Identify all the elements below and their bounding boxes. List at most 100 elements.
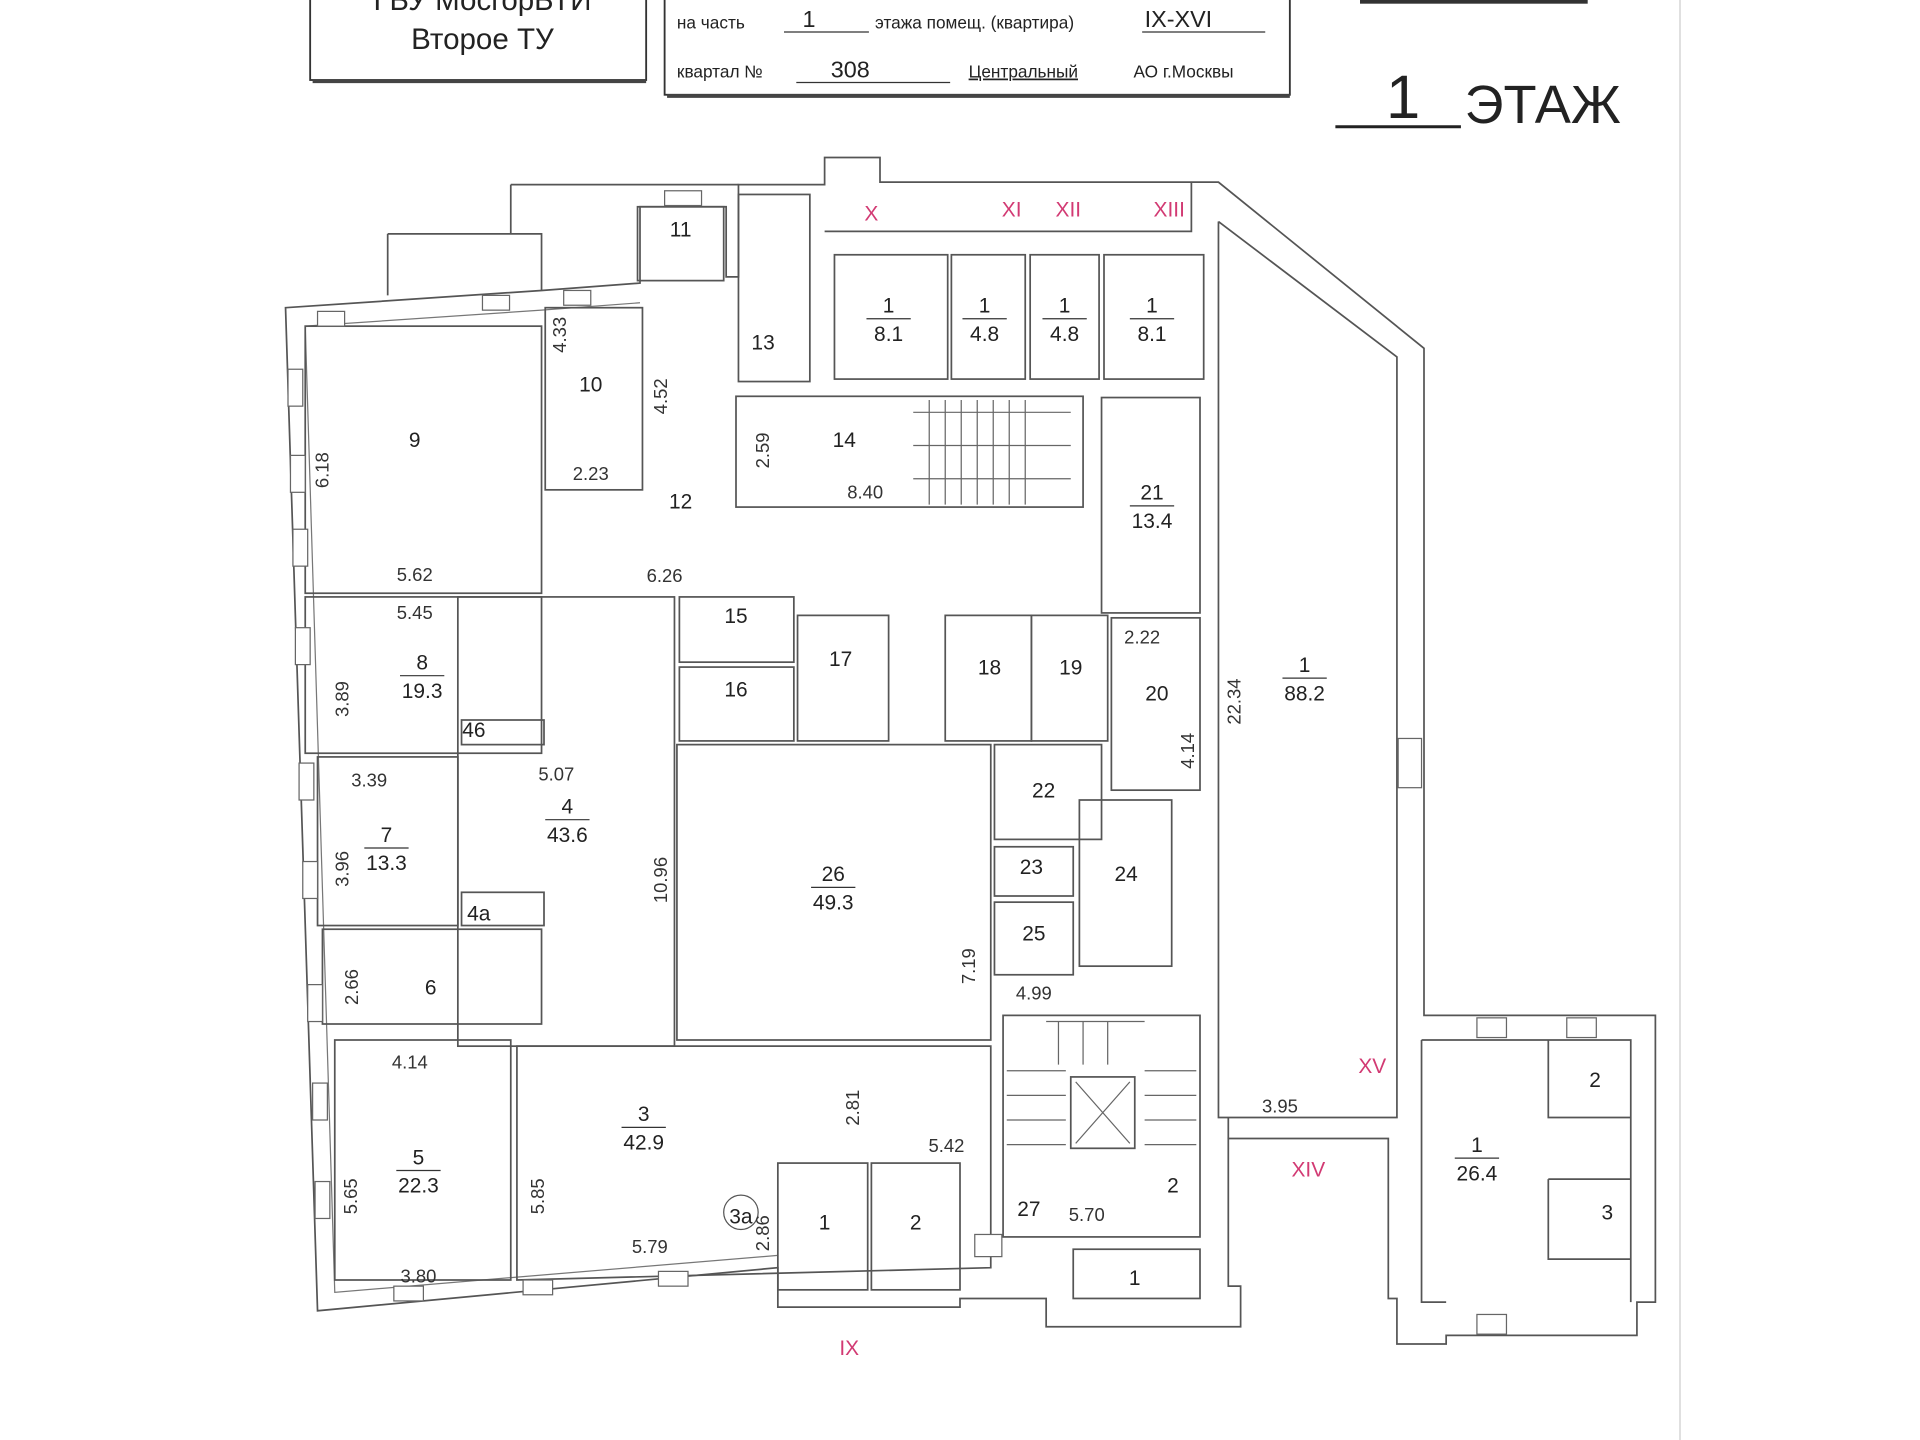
dimension-label: 2.22 — [1124, 627, 1160, 648]
room-label: 126.4 — [1454, 1134, 1500, 1185]
part-value: 1 — [802, 6, 815, 32]
room-number: 3а — [729, 1205, 753, 1228]
room-label: 4а — [467, 903, 491, 926]
room-number: 16 — [724, 679, 747, 702]
document-info-box: на часть 1 этажа помещ. (квартира) IX-XV… — [663, 0, 1291, 98]
room-label: 13 — [751, 332, 774, 355]
room-number: 22 — [1032, 780, 1055, 803]
room-label: 15 — [724, 605, 747, 628]
district: Центральный — [969, 62, 1078, 82]
room-label: 11 — [670, 218, 692, 241]
block-value: 308 — [831, 57, 870, 83]
room-number: 17 — [829, 648, 852, 671]
room-label: 2 — [910, 1212, 922, 1235]
room-number: 4а — [467, 903, 491, 926]
dimension-label: 3.89 — [331, 681, 352, 717]
room-label: 3а — [729, 1205, 753, 1228]
room-outlines — [304, 193, 1205, 1300]
room-area: 42.9 — [623, 1132, 664, 1155]
room-label: 188.2 — [1282, 654, 1327, 705]
room-label: 443.6 — [545, 796, 590, 847]
room-area: 49.3 — [813, 892, 854, 915]
room-area: 26.4 — [1457, 1162, 1498, 1185]
room-label: 1 — [1129, 1267, 1141, 1290]
floor-title: 1 ЭТАЖ — [1335, 63, 1621, 135]
room-number: 20 — [1145, 682, 1168, 705]
room-label: 46 — [462, 719, 485, 742]
dimension-label: 5.65 — [340, 1178, 361, 1214]
room-number: 1 — [1299, 654, 1311, 677]
room-label: 3 — [1602, 1202, 1614, 1225]
room-number: 7 — [381, 824, 393, 847]
dimension-label: 4.33 — [549, 317, 570, 353]
dimension-label: 10.96 — [650, 857, 671, 903]
room-area: 4.8 — [970, 323, 999, 346]
room-number: 4 — [562, 796, 574, 819]
room-number: 1 — [1129, 1267, 1141, 1290]
room-area: 43.6 — [547, 824, 588, 847]
dimension-label: 8.40 — [847, 481, 883, 502]
room-number: 10 — [579, 373, 602, 396]
dimension-label: 3.39 — [351, 769, 387, 790]
dimension-label: 2.81 — [842, 1090, 863, 1126]
room-label: 26 49.3 — [811, 863, 856, 915]
part-middle: этажа помещ. (квартира) — [875, 12, 1074, 32]
premises-numeral: XII — [1056, 199, 1082, 222]
room-label: 9 — [409, 429, 421, 452]
dimension-label: 5.85 — [527, 1178, 548, 1214]
room-label: 23 — [1020, 856, 1043, 879]
room-number: 1 — [1059, 295, 1071, 318]
part-rooms: IX-XVI — [1145, 6, 1213, 32]
room-area: 13.4 — [1132, 510, 1173, 533]
room-label: 24 — [1115, 863, 1139, 886]
room-label: 14.8 — [1042, 295, 1087, 346]
room-number: 15 — [724, 605, 747, 628]
room-number: 9 — [409, 429, 421, 452]
room-area: 13.3 — [366, 852, 407, 875]
dimension-label: 5.79 — [632, 1236, 668, 1257]
room-number: 26 — [822, 863, 845, 886]
room-number: 6 — [425, 976, 437, 999]
dimension-label: 2.23 — [573, 463, 609, 484]
part-prefix: на часть — [677, 12, 745, 32]
stairs — [913, 400, 1197, 1146]
windows — [287, 190, 1597, 1335]
premises-numeral: IX — [839, 1337, 859, 1360]
room-number: 11 — [670, 218, 692, 241]
room-label: 342.9 — [621, 1103, 666, 1155]
room-number: 24 — [1115, 863, 1139, 886]
dimension-label: 2.66 — [341, 969, 362, 1005]
room-label: 12 — [669, 490, 692, 513]
room-label: 2 — [1167, 1175, 1179, 1198]
room-number: 13 — [751, 332, 774, 355]
district-suffix: АО г.Москвы — [1134, 62, 1234, 82]
room-number: 1 — [1146, 295, 1158, 318]
org-division: Второе ТУ — [411, 23, 554, 56]
room-number: 27 — [1017, 1198, 1040, 1221]
block-prefix: квартал № — [677, 62, 763, 82]
dimension-label: 7.19 — [958, 948, 979, 984]
room-number: 1 — [819, 1212, 831, 1235]
room-area: 19.3 — [402, 680, 443, 703]
room-label: 17 — [829, 648, 852, 671]
room-area: 22.3 — [398, 1175, 439, 1198]
room-label: 18 — [978, 656, 1001, 679]
dimension-label: 5.45 — [397, 602, 433, 623]
room-number: 8 — [416, 652, 428, 675]
dimension-label: 5.70 — [1069, 1204, 1105, 1225]
room-number: 1 — [979, 295, 991, 318]
floor-label: ЭТАЖ — [1465, 75, 1621, 135]
room-number: 25 — [1022, 922, 1045, 945]
room-number: 12 — [669, 490, 692, 513]
premises-numeral: XIV — [1291, 1159, 1325, 1182]
room-number: 2 — [910, 1212, 922, 1235]
dimension-label: 6.18 — [312, 452, 333, 488]
room-number: 46 — [462, 719, 485, 742]
dimension-label: 5.62 — [397, 564, 433, 585]
premises-numeral: XV — [1358, 1055, 1386, 1078]
dimension-label: 4.99 — [1016, 982, 1052, 1003]
